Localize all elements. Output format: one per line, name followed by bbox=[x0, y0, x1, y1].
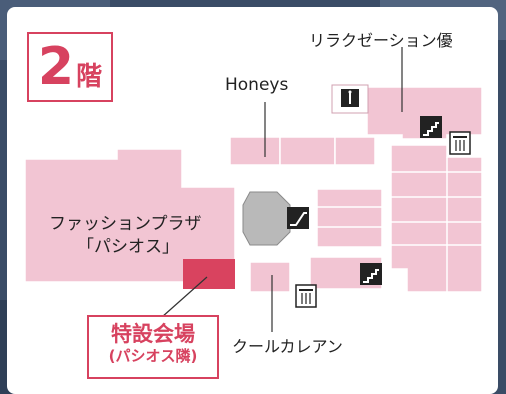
stairs-icon bbox=[360, 263, 382, 285]
shop-upper-2[interactable] bbox=[279, 136, 336, 166]
floor-map: 2 階 リラクゼーション優 Honeys ファッションプラザ 「パシオス」 クー… bbox=[7, 7, 498, 394]
trash-icon bbox=[295, 284, 317, 308]
elevator-block bbox=[242, 191, 291, 246]
stairs-icon bbox=[420, 116, 442, 138]
shop-right-column[interactable] bbox=[390, 144, 483, 293]
event-space-title: 特設会場 bbox=[111, 322, 195, 346]
shop-cool-carearn[interactable] bbox=[249, 261, 291, 293]
trash-icon bbox=[449, 131, 471, 155]
label-cool-carearn: クールカレアン bbox=[232, 337, 343, 356]
shop-upper-1[interactable] bbox=[229, 136, 281, 166]
label-pasios: 「パシオス」 bbox=[77, 237, 179, 257]
label-fashion-plaza: ファッションプラザ bbox=[49, 214, 202, 234]
shop-event-space[interactable] bbox=[183, 259, 235, 289]
label-honeys: Honeys bbox=[225, 75, 289, 95]
shop-center-island[interactable] bbox=[316, 188, 383, 248]
floor-unit: 階 bbox=[76, 61, 103, 92]
restroom-icon bbox=[341, 89, 359, 107]
event-space-subtitle: (パシオス隣) bbox=[108, 347, 198, 365]
floor-plan bbox=[24, 47, 483, 332]
floor-number: 2 bbox=[37, 37, 75, 97]
shop-upper-3[interactable] bbox=[334, 136, 376, 166]
event-space-callout: 特設会場 (パシオス隣) bbox=[87, 315, 219, 379]
shop-relaxation[interactable] bbox=[366, 86, 483, 140]
shop-fashion-plaza[interactable] bbox=[24, 148, 236, 283]
floor-badge: 2 階 bbox=[27, 32, 113, 102]
label-relaxation: リラクゼーション優 bbox=[309, 31, 453, 50]
escalator-icon bbox=[287, 207, 309, 229]
